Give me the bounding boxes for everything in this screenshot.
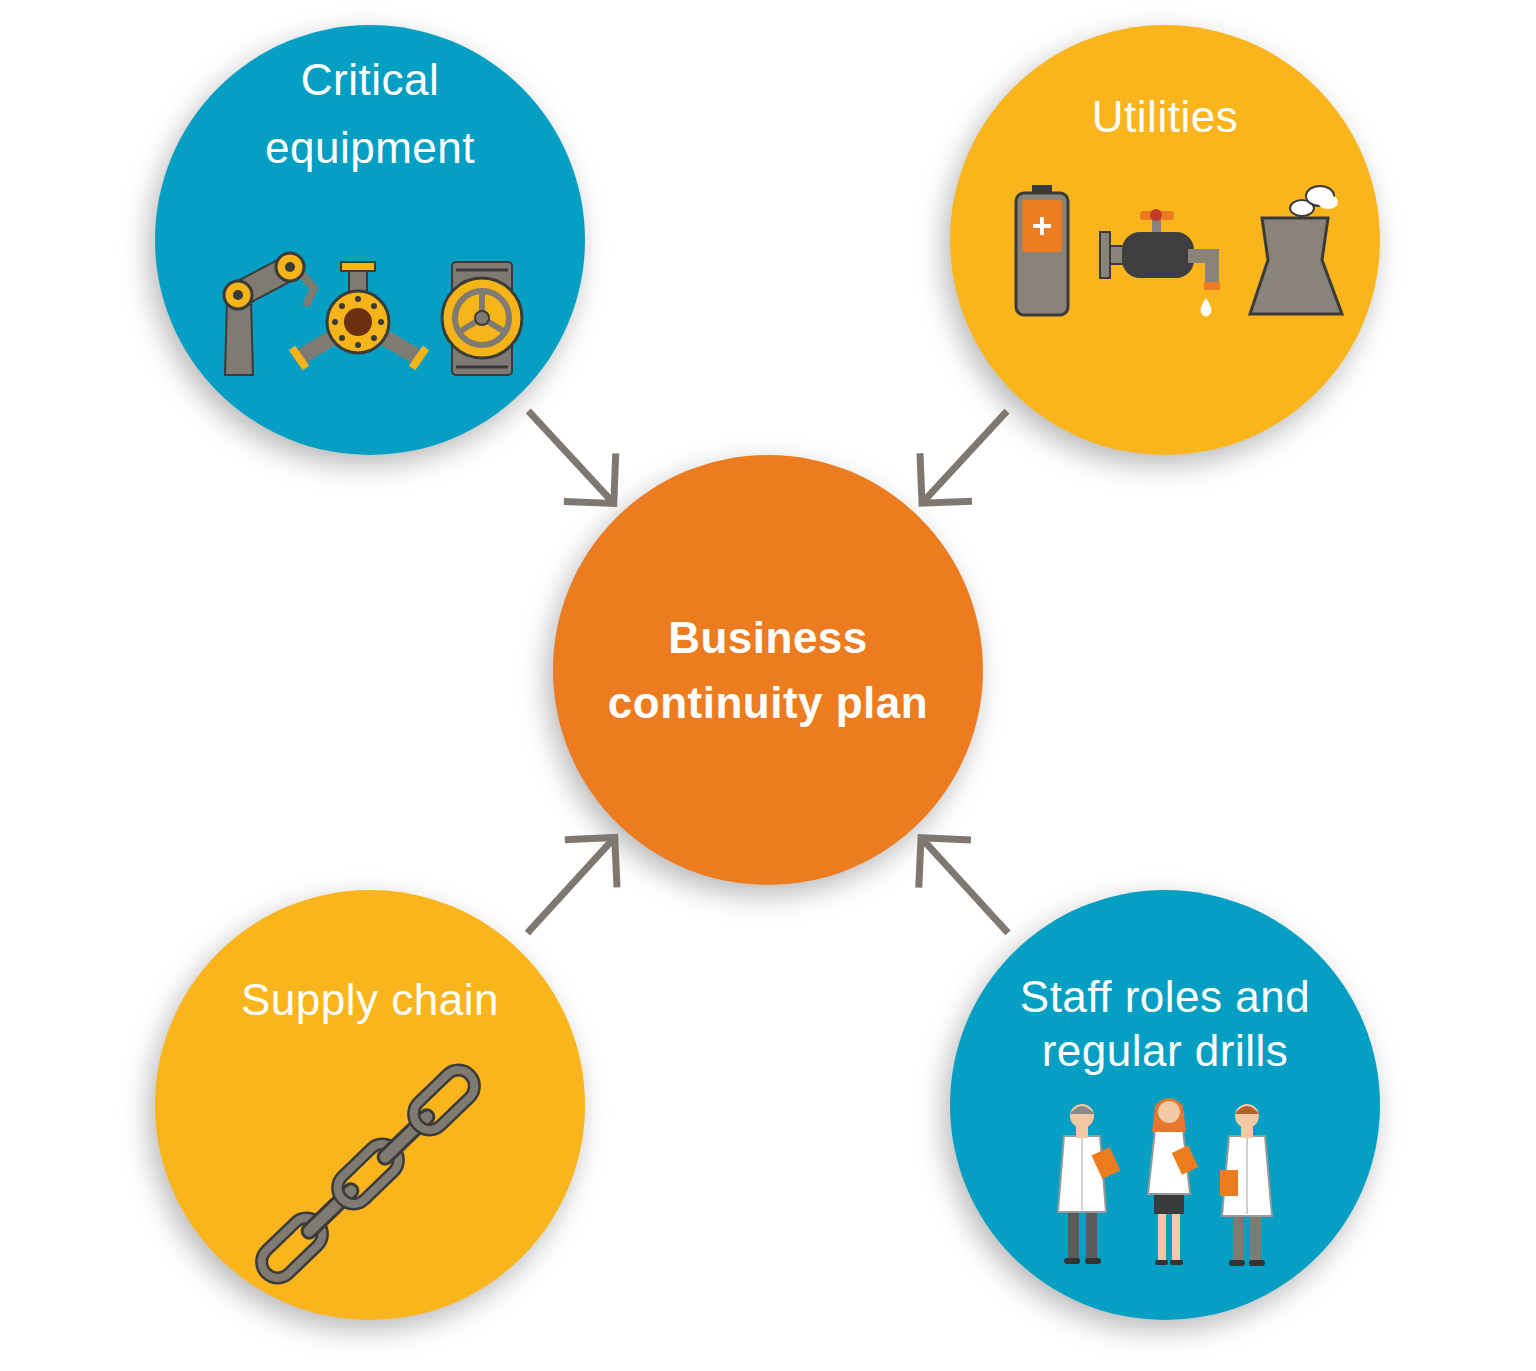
circle-shape: [950, 890, 1380, 1320]
node-label: Staff roles and regular drills: [995, 970, 1335, 1078]
topic-circle: Staff roles and regular drills: [950, 890, 1380, 1320]
text-holder: Staff roles and regular drills: [950, 970, 1380, 1078]
circle-fill: [553, 455, 983, 885]
node-label: Utilities: [995, 83, 1335, 151]
arrow-head: [564, 453, 616, 503]
arrow-head: [565, 837, 617, 887]
text-holder: Business continuity plan: [553, 455, 983, 885]
circle-fill: [155, 25, 585, 455]
topic-circle: Supply chain: [155, 890, 585, 1320]
arrow-shaft: [528, 411, 614, 503]
connector-arrow: [920, 411, 1007, 503]
arrow-shaft: [921, 838, 1008, 933]
arrow-head: [920, 453, 972, 503]
topic-circle: Critical equipment: [155, 25, 585, 455]
node-label: Critical equipment: [210, 46, 530, 182]
circle-fill: [155, 890, 585, 1320]
circle-fill: [950, 25, 1380, 455]
text-holder: Critical equipment: [155, 46, 585, 182]
node-label: Supply chain: [200, 966, 540, 1034]
arrow-head: [919, 838, 971, 888]
connector-arrow: [919, 838, 1008, 933]
arrow-shaft: [922, 411, 1007, 503]
text-holder: Supply chain: [155, 966, 585, 1034]
text-holder: Utilities: [950, 83, 1380, 151]
connector-arrow: [527, 837, 617, 933]
topic-circle: Business continuity plan: [553, 455, 983, 885]
arrow-shaft: [527, 837, 614, 933]
connector-arrow: [528, 411, 615, 503]
circle-shape: [553, 455, 983, 885]
circle-shape: [155, 890, 585, 1320]
circle-fill: [950, 890, 1380, 1320]
topic-circle: Utilities: [950, 25, 1380, 455]
node-label: Business continuity plan: [578, 605, 958, 735]
circle-shape: [950, 25, 1380, 455]
